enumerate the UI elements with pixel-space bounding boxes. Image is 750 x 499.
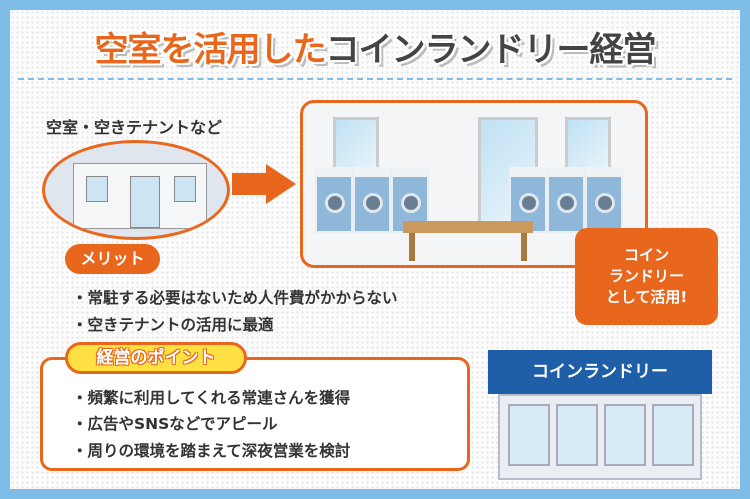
washer bbox=[585, 167, 623, 233]
washer bbox=[353, 167, 391, 233]
arrow-head-icon bbox=[266, 164, 296, 204]
vacant-building-illustration bbox=[42, 140, 230, 240]
bench-leg bbox=[521, 233, 527, 261]
points-box bbox=[40, 357, 470, 471]
points-label: 経営のポイント bbox=[65, 342, 247, 374]
title-highlight: 空室を活用した bbox=[94, 30, 327, 70]
arrow-icon bbox=[232, 173, 268, 195]
page-title: 空室を活用したコインランドリー経営 bbox=[0, 22, 750, 71]
store-illustration: コインランドリー bbox=[488, 350, 712, 480]
washer bbox=[547, 167, 585, 233]
store-window bbox=[508, 404, 550, 466]
title-rest: コインランドリー経営 bbox=[325, 30, 657, 70]
door bbox=[130, 176, 160, 228]
merit-item: ・常駐する必要はないため人件費がかからない bbox=[72, 289, 398, 307]
callout-badge: コイン ランドリー として活用! bbox=[575, 228, 718, 325]
callout-line: ランドリー bbox=[608, 267, 684, 285]
washer bbox=[315, 167, 353, 233]
window bbox=[86, 176, 108, 202]
store-sign: コインランドリー bbox=[488, 350, 712, 394]
store-window bbox=[604, 404, 646, 466]
building bbox=[73, 163, 207, 229]
merit-item: ・空きテナントの活用に最適 bbox=[72, 316, 274, 334]
window bbox=[174, 176, 196, 202]
store-facade bbox=[498, 394, 702, 480]
point-item: ・周りの環境を踏まえて深夜営業を検討 bbox=[72, 442, 351, 460]
divider bbox=[18, 78, 732, 80]
bench bbox=[403, 221, 533, 233]
merit-label: メリット bbox=[65, 244, 160, 274]
washer bbox=[509, 167, 547, 233]
before-label: 空室・空きテナントなど bbox=[46, 118, 223, 137]
store-window bbox=[652, 404, 694, 466]
store-window bbox=[556, 404, 598, 466]
point-item: ・頻繁に利用してくれる常連さんを獲得 bbox=[72, 389, 351, 407]
callout-line: コイン bbox=[623, 246, 669, 264]
bench-leg bbox=[409, 233, 415, 261]
callout-line: として活用! bbox=[605, 288, 688, 306]
point-item: ・広告やSNSなどでアピール bbox=[72, 415, 278, 433]
